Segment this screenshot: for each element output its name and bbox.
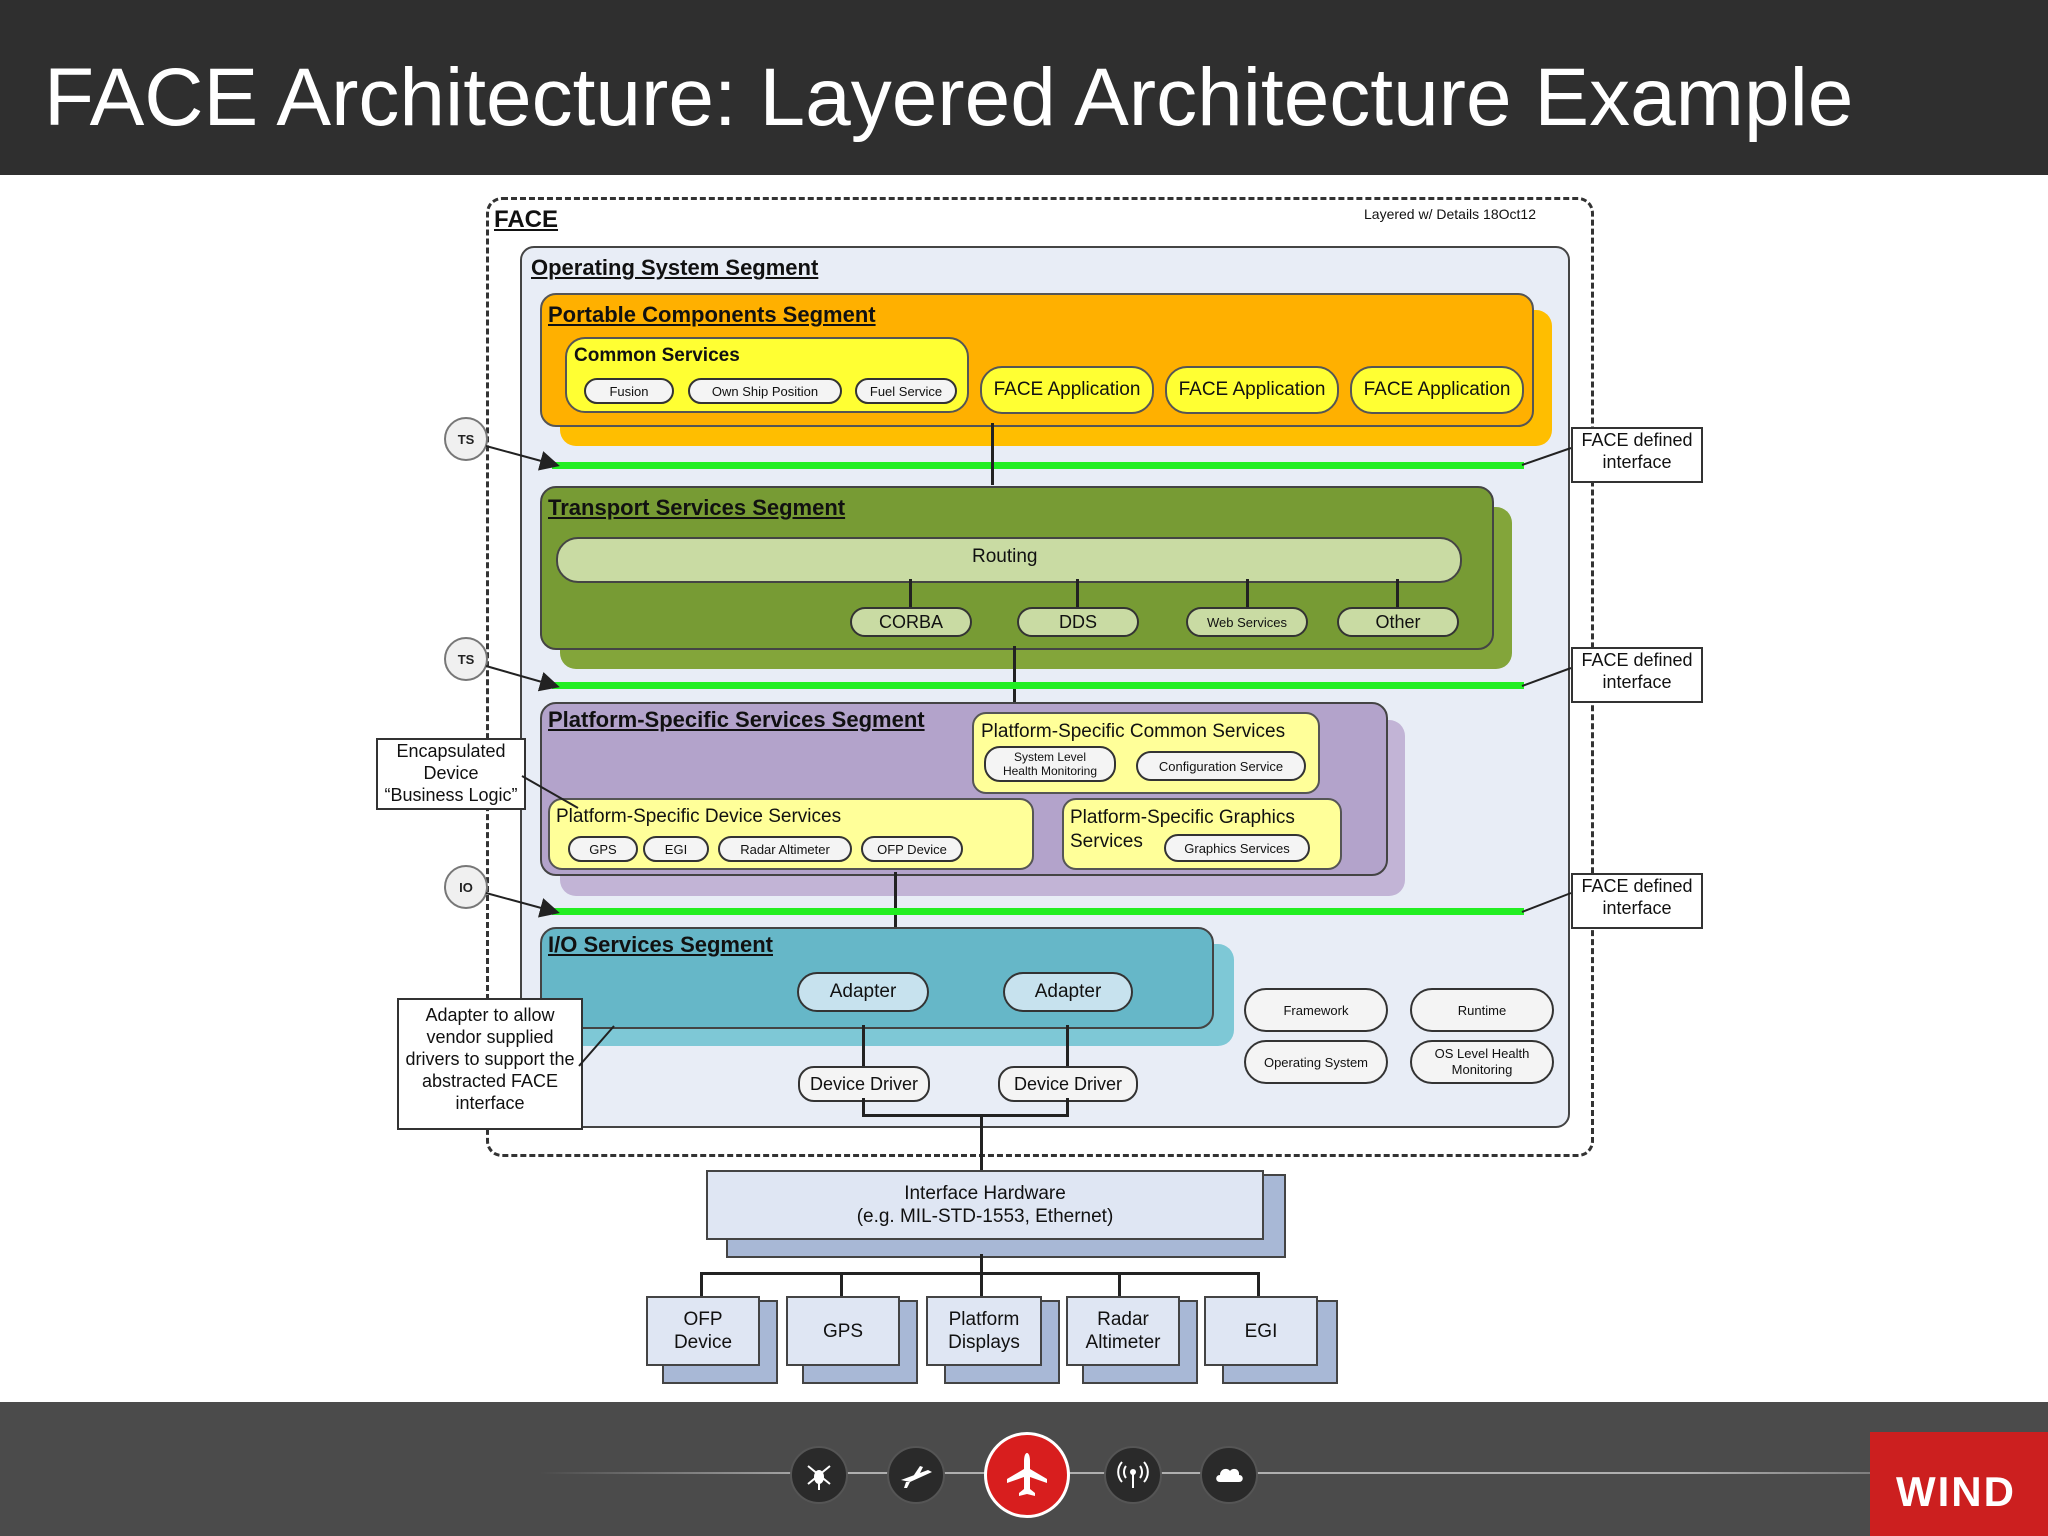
connector-routing-web bbox=[1246, 579, 1249, 607]
os-operating-system: Operating System bbox=[1244, 1040, 1388, 1084]
system-health-monitoring: System Level Health Monitoring bbox=[984, 746, 1116, 782]
hw-drop-ofp bbox=[700, 1272, 703, 1296]
adapter-1: Adapter bbox=[797, 972, 929, 1012]
connector-routing-other bbox=[1396, 579, 1399, 607]
connector-portable-transport bbox=[991, 423, 994, 485]
interface-line-2 bbox=[552, 682, 1524, 689]
interface-line-3 bbox=[552, 908, 1524, 915]
connector-adapter-driver-1 bbox=[862, 1025, 865, 1067]
driver-bus-left bbox=[862, 1098, 865, 1116]
device-driver-2: Device Driver bbox=[998, 1066, 1138, 1102]
platform-device-title: Platform-Specific Device Services bbox=[556, 806, 842, 827]
platform-graphics-title-1: Platform-Specific Graphics bbox=[1070, 807, 1295, 828]
driver-bus-right bbox=[1066, 1098, 1069, 1116]
io-segment-title: I/O Services Segment bbox=[548, 932, 773, 957]
aircraft-icon[interactable] bbox=[887, 1446, 945, 1504]
platform-common-title: Platform-Specific Common Services bbox=[981, 721, 1286, 742]
protocol-other: Other bbox=[1337, 607, 1459, 637]
hw-drop-radar bbox=[1118, 1272, 1121, 1296]
face-application-1: FACE Application bbox=[980, 366, 1154, 414]
os-segment-title: Operating System Segment bbox=[531, 255, 819, 280]
portable-segment-title: Portable Components Segment bbox=[548, 302, 876, 327]
interface-badge-ts-1: TS bbox=[444, 417, 488, 461]
platform-graphics-title-2: Services bbox=[1070, 831, 1143, 852]
service-fusion: Fusion bbox=[584, 378, 674, 404]
hw-drop-gps bbox=[840, 1272, 843, 1296]
connector-routing-dds bbox=[1076, 579, 1079, 607]
graphics-services: Graphics Services bbox=[1164, 834, 1310, 862]
platform-segment-title: Platform-Specific Services Segment bbox=[548, 707, 925, 732]
helicopter-icon[interactable] bbox=[790, 1446, 848, 1504]
version-note: Layered w/ Details 18Oct12 bbox=[1364, 206, 1536, 222]
hw-device-radar: Radar Altimeter bbox=[1066, 1296, 1180, 1366]
bus-to-hardware bbox=[980, 1114, 983, 1170]
adapter-2: Adapter bbox=[1003, 972, 1133, 1012]
cloud-icon[interactable] bbox=[1200, 1446, 1258, 1504]
connector-transport-platform bbox=[1013, 646, 1016, 702]
hw-device-ofp: OFP Device bbox=[646, 1296, 760, 1366]
antenna-icon[interactable] bbox=[1104, 1446, 1162, 1504]
device-gps: GPS bbox=[568, 836, 638, 862]
airplane-icon[interactable] bbox=[984, 1432, 1070, 1518]
os-runtime: Runtime bbox=[1410, 988, 1554, 1032]
hw-drop-displays bbox=[980, 1272, 983, 1296]
os-health-monitoring: OS Level Health Monitoring bbox=[1410, 1040, 1554, 1084]
hw-drop-egi bbox=[1257, 1272, 1260, 1296]
hw-device-gps: GPS bbox=[786, 1296, 900, 1366]
hw-device-egi: EGI bbox=[1204, 1296, 1318, 1366]
configuration-service: Configuration Service bbox=[1136, 751, 1306, 781]
service-fuel: Fuel Service bbox=[855, 378, 957, 404]
wind-logo-text: WIND bbox=[1896, 1468, 2016, 1515]
diagram-pointers bbox=[485, 445, 1572, 1067]
protocol-web-services: Web Services bbox=[1186, 607, 1308, 637]
device-radar-altimeter: Radar Altimeter bbox=[718, 836, 852, 862]
device-ofp: OFP Device bbox=[861, 836, 963, 862]
title-bar: FACE Architecture: Layered Architecture … bbox=[0, 0, 2048, 175]
interface-badge-io: IO bbox=[444, 865, 488, 909]
common-services-title: Common Services bbox=[574, 345, 740, 366]
connector-adapter-driver-2 bbox=[1066, 1025, 1069, 1067]
hw-device-displays: Platform Displays bbox=[926, 1296, 1042, 1366]
face-application-2: FACE Application bbox=[1165, 366, 1339, 414]
interface-label-2: FACE defined interface bbox=[1571, 647, 1703, 703]
routing-bar bbox=[556, 537, 1462, 583]
footer-bar: WIND bbox=[0, 1402, 2048, 1536]
service-own-ship-position: Own Ship Position bbox=[688, 378, 842, 404]
wind-logo: WIND bbox=[1870, 1432, 2048, 1536]
device-driver-1: Device Driver bbox=[798, 1066, 930, 1102]
driver-bus bbox=[862, 1114, 1069, 1117]
transport-segment-title: Transport Services Segment bbox=[548, 495, 846, 520]
connector-routing-corba bbox=[909, 579, 912, 607]
interface-label-1: FACE defined interface bbox=[1571, 427, 1703, 483]
interface-hardware: Interface Hardware (e.g. MIL-STD-1553, E… bbox=[706, 1170, 1264, 1240]
interface-line-1 bbox=[552, 462, 1524, 469]
callout-encapsulated-device: Encapsulated Device “Business Logic” bbox=[376, 738, 526, 810]
device-egi: EGI bbox=[643, 836, 709, 862]
routing-label: Routing bbox=[972, 546, 1038, 567]
interface-badge-ts-2: TS bbox=[444, 637, 488, 681]
face-diagram: FACE Layered w/ Details 18Oct12 Operatin… bbox=[376, 197, 1703, 1384]
hardware-bus-down bbox=[980, 1254, 983, 1274]
os-framework: Framework bbox=[1244, 988, 1388, 1032]
connector-platform-io bbox=[894, 872, 897, 928]
face-label: FACE bbox=[494, 206, 559, 233]
protocol-dds: DDS bbox=[1017, 607, 1139, 637]
slide-title: FACE Architecture: Layered Architecture … bbox=[44, 52, 1854, 143]
face-application-3: FACE Application bbox=[1350, 366, 1524, 414]
interface-label-3: FACE defined interface bbox=[1571, 873, 1703, 929]
protocol-corba: CORBA bbox=[850, 607, 972, 637]
